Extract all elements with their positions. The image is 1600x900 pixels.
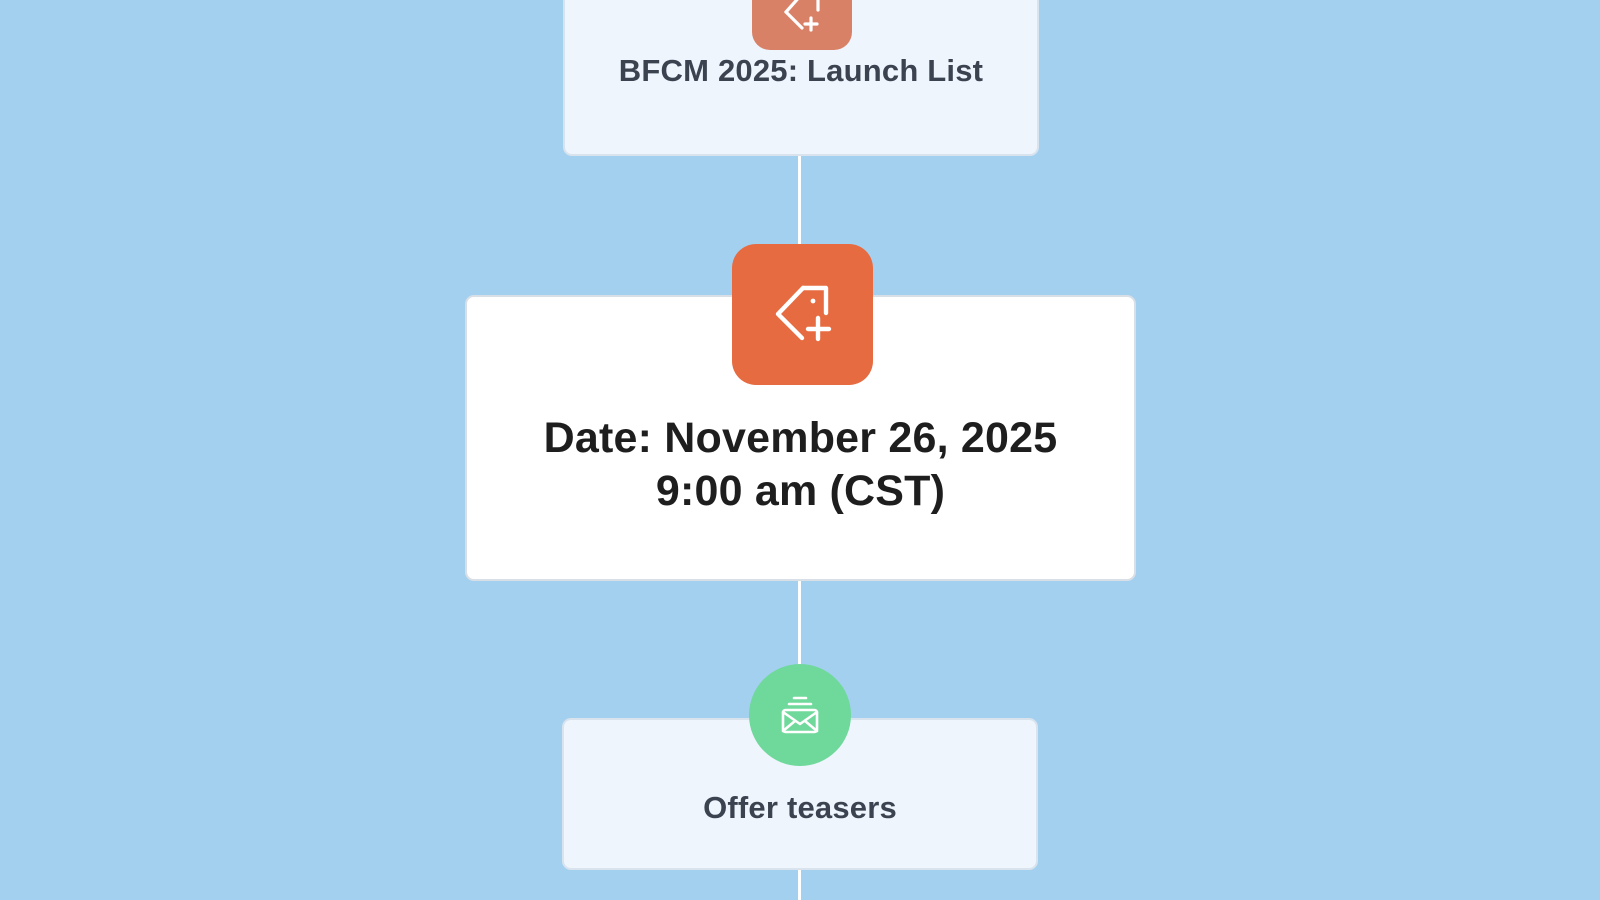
email-stack-icon (778, 693, 822, 737)
tag-plus-icon (780, 0, 824, 34)
flow-node-offer-teasers[interactable]: Offer teasers (562, 718, 1038, 870)
node-title: Date: November 26, 2025 9:00 am (CST) (467, 412, 1134, 518)
date-line: Date: November 26, 2025 (543, 414, 1058, 462)
node-title: BFCM 2025: Launch List (618, 53, 984, 88)
node-icon-badge (749, 664, 851, 766)
node-icon-badge (752, 0, 852, 50)
node-title: Offer teasers (703, 790, 897, 825)
connector-line (798, 580, 801, 665)
flow-node-date[interactable]: Date: November 26, 2025 9:00 am (CST) (465, 295, 1136, 581)
tag-plus-icon (771, 283, 835, 347)
time-line: 9:00 am (CST) (655, 467, 946, 515)
connector-line (798, 866, 801, 900)
node-icon-badge (732, 244, 873, 385)
connector-line (798, 155, 801, 245)
